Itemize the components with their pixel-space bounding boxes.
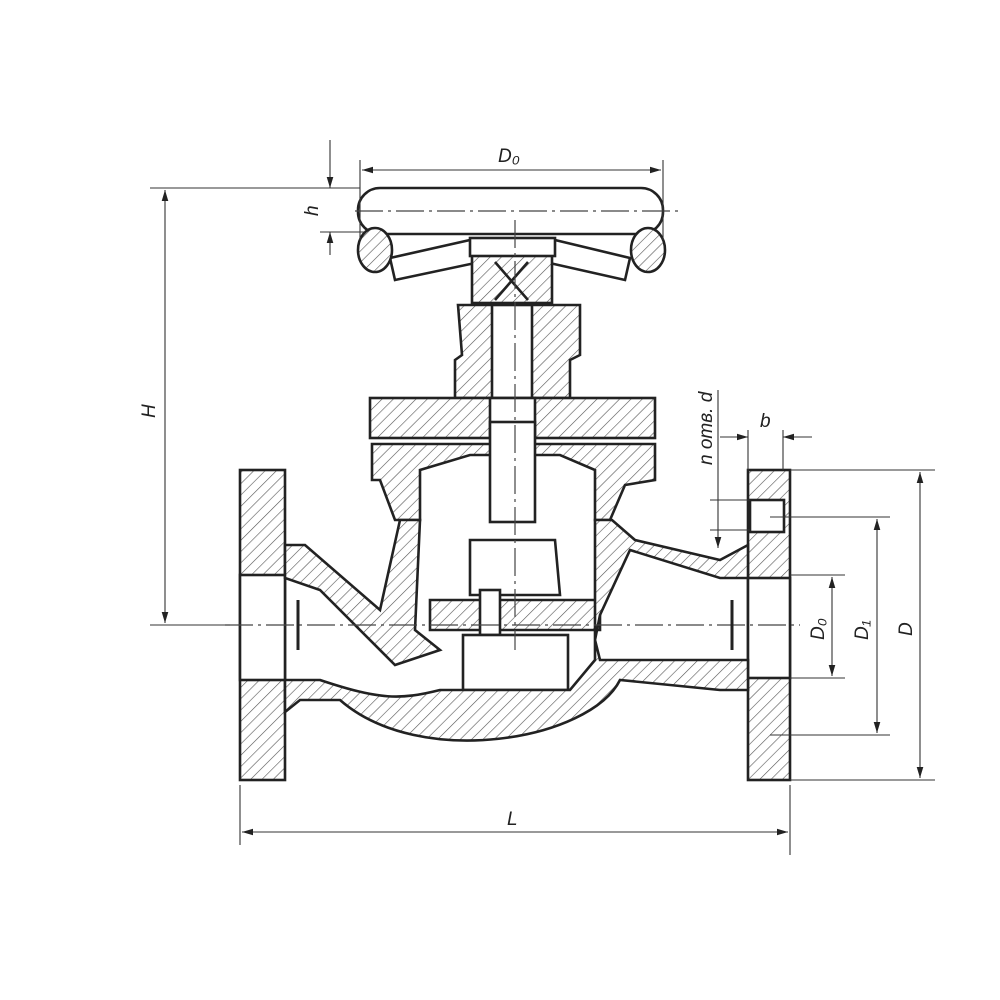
label-overall-height: H [139, 404, 160, 418]
handwheel [355, 186, 680, 305]
label-handwheel-height: h [302, 205, 323, 216]
label-bolt-holes: n отв. d [696, 390, 717, 465]
label-nominal-bore: D₀ [808, 618, 829, 640]
dimensions [150, 140, 935, 855]
label-flange-thickness: b [760, 411, 771, 432]
label-flange-diameter: D [896, 622, 917, 636]
label-length: L [507, 809, 518, 830]
bonnet [368, 220, 657, 692]
label-handwheel-diameter: D₀ [498, 146, 520, 167]
label-bolt-circle: D₁ [852, 620, 873, 640]
valve-body [225, 468, 800, 782]
